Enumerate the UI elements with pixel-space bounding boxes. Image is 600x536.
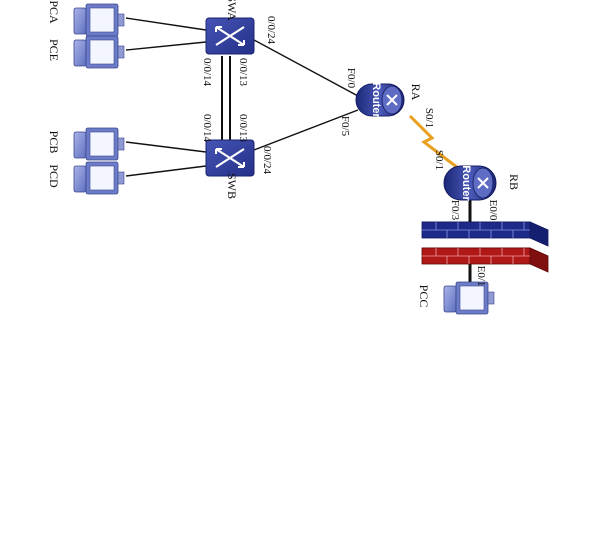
- router-rb[interactable]: Router: [443, 165, 497, 201]
- port-swa-0-0-24: 0/0/24: [265, 16, 277, 45]
- port-ra-s0-1: S0/1: [423, 108, 435, 128]
- link-pce-swa: [125, 41, 207, 51]
- port-swb-0-0-14: 0/0/14: [201, 114, 213, 143]
- link-pcb-swb: [125, 141, 207, 153]
- label-pcc: PCC: [417, 285, 431, 308]
- port-swa-0-0-13: 0/0/13: [237, 58, 249, 87]
- label-swb: SWB: [225, 173, 239, 199]
- label-pcd: PCD: [47, 164, 61, 188]
- port-fw-e0-1: E0/1: [475, 266, 487, 287]
- port-fw-e0-0: E0/0: [487, 200, 499, 221]
- link-swb-ra: [253, 109, 359, 151]
- router-ra-label: Router: [370, 82, 382, 118]
- link-pcd-swb: [125, 165, 207, 177]
- pc-pcc[interactable]: [443, 281, 495, 315]
- label-pca: PCA: [47, 0, 61, 24]
- links: [125, 17, 472, 288]
- switch-swb[interactable]: [205, 139, 255, 177]
- port-ra-f0-5: F0/5: [339, 116, 351, 137]
- serial-link-ra-rb: [408, 114, 459, 170]
- pc-pce[interactable]: [73, 35, 125, 69]
- port-rb-f0-3: F0/3: [449, 200, 461, 221]
- firewall-red-wall: [421, 247, 549, 273]
- label-pce: PCE: [47, 39, 61, 61]
- port-swa-0-0-14: 0/0/14: [201, 58, 213, 87]
- label-ra: RA: [409, 84, 423, 101]
- firewall-blue-wall: [421, 221, 549, 247]
- label-pcb: PCB: [47, 131, 61, 154]
- router-rb-label: Router: [460, 165, 472, 201]
- pc-pcb[interactable]: [73, 127, 125, 161]
- port-rb-s0-1: S0/1: [433, 150, 445, 170]
- pc-pcd[interactable]: [73, 161, 125, 195]
- link-swa-ra: [253, 39, 359, 97]
- label-rb: RB: [507, 174, 521, 190]
- router-ra[interactable]: Router: [355, 82, 405, 118]
- port-swb-0-0-24: 0/0/24: [261, 146, 273, 175]
- port-swb-0-0-13: 0/0/13: [237, 114, 249, 143]
- pc-pca[interactable]: [73, 3, 125, 37]
- switch-swa[interactable]: [205, 17, 255, 55]
- firewall[interactable]: [421, 221, 549, 273]
- port-ra-f0-0: F0/0: [345, 68, 357, 89]
- label-swa: SWA: [225, 0, 239, 21]
- link-pca-swa: [125, 17, 207, 31]
